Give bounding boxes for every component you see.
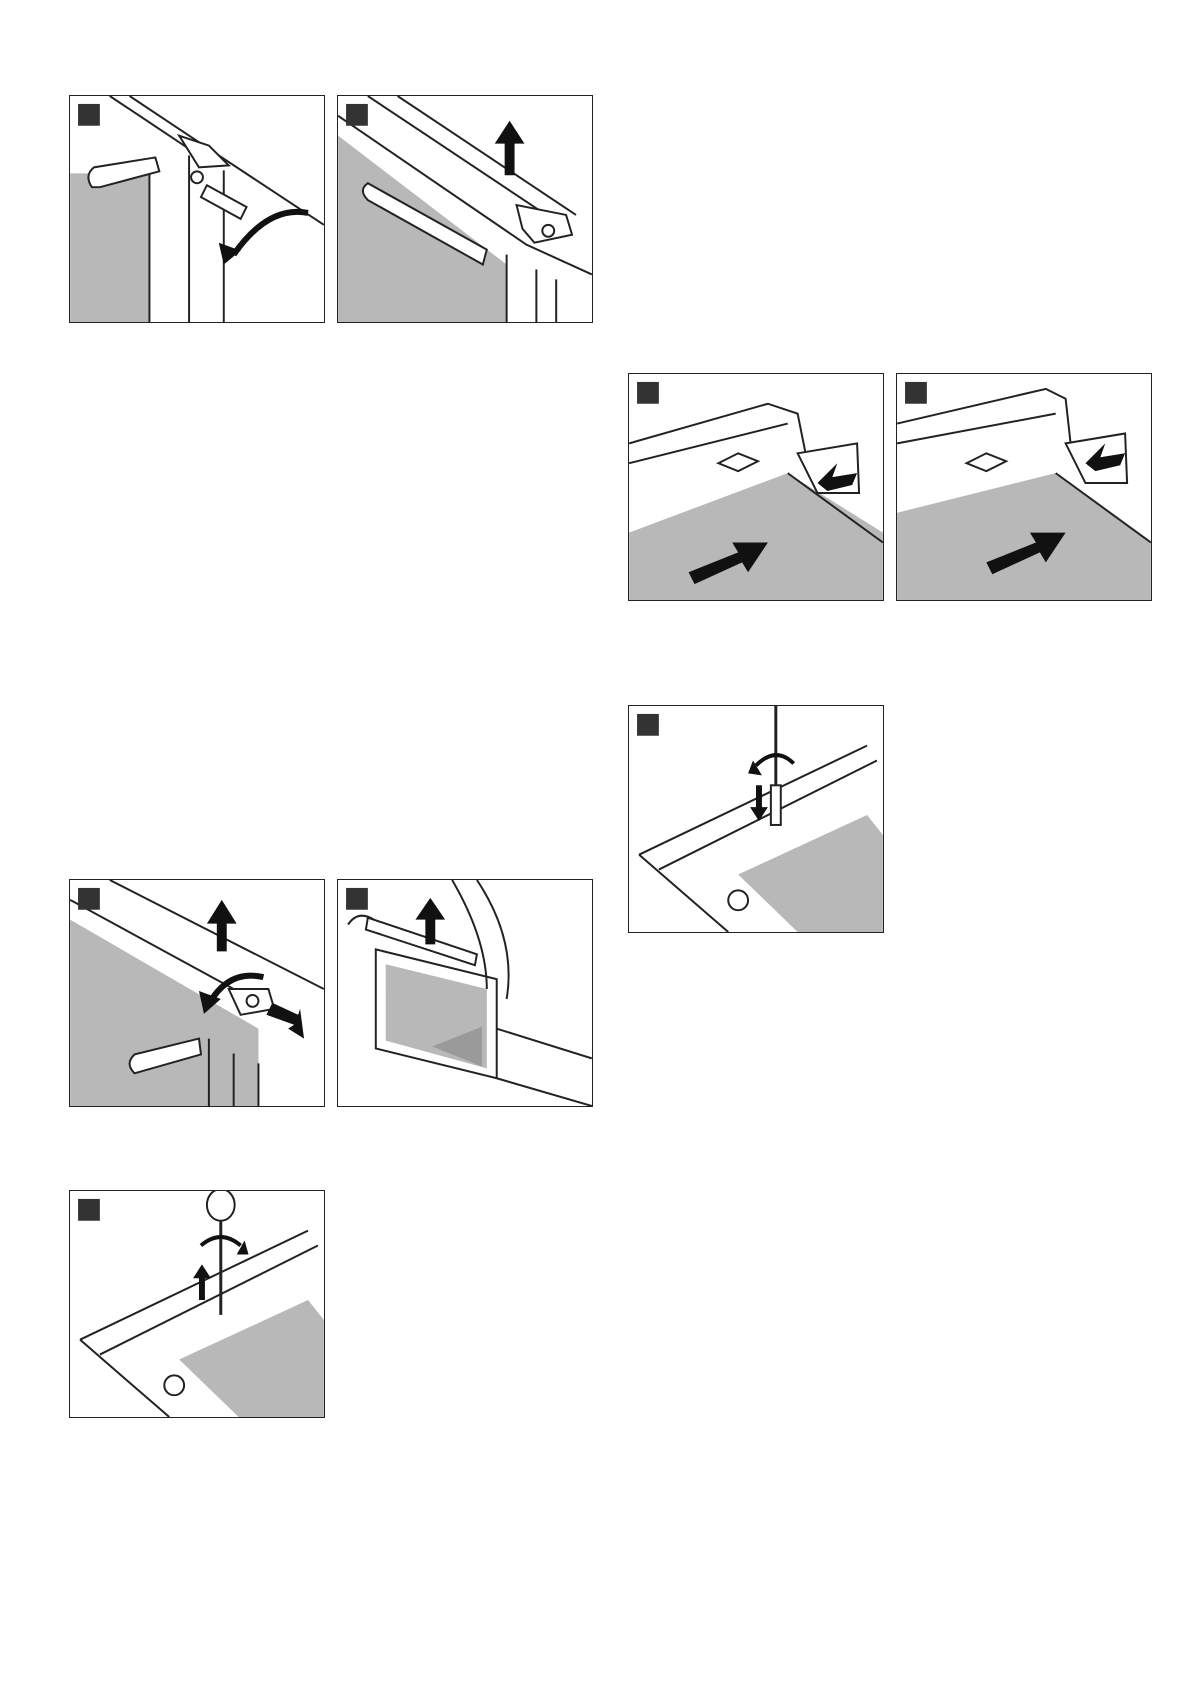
step-marker xyxy=(905,382,927,404)
figure-2 xyxy=(337,95,593,323)
figure-8-drawing xyxy=(70,1191,324,1417)
figure-3 xyxy=(628,373,884,601)
figure-5-drawing xyxy=(629,706,883,932)
figure-6 xyxy=(69,879,325,1107)
screwdriver-handle xyxy=(207,1191,235,1221)
hinge-cover xyxy=(517,205,573,243)
screw xyxy=(771,785,781,825)
oven-floor xyxy=(738,815,883,932)
bolt-head xyxy=(728,890,748,910)
oven-glass xyxy=(70,173,149,322)
figure-8 xyxy=(69,1190,325,1418)
up-arrow-icon xyxy=(495,121,525,176)
figure-5 xyxy=(628,705,884,933)
oven-floor xyxy=(897,473,1151,600)
step-marker xyxy=(637,382,659,404)
up-arrow-icon xyxy=(193,1264,211,1300)
press-arrow-icon xyxy=(266,1003,304,1039)
figure-2-drawing xyxy=(338,96,592,322)
figure-4 xyxy=(896,373,1152,601)
bolt-head xyxy=(164,1375,184,1395)
rotate-arrow-icon xyxy=(234,212,308,255)
oven-glass xyxy=(70,920,258,1106)
figure-3-drawing xyxy=(629,374,883,600)
figure-4-drawing xyxy=(897,374,1151,600)
step-marker xyxy=(78,104,100,126)
figure-1 xyxy=(69,95,325,323)
figure-7-drawing xyxy=(338,880,592,1106)
figure-7 xyxy=(337,879,593,1107)
bracket xyxy=(967,453,1007,471)
figure-6-drawing xyxy=(70,880,324,1106)
step-marker xyxy=(346,888,368,910)
hinge-block xyxy=(179,136,229,168)
step-marker xyxy=(346,104,368,126)
up-arrow-icon xyxy=(207,900,237,952)
step-marker xyxy=(78,888,100,910)
bracket xyxy=(718,453,758,471)
step-marker xyxy=(637,714,659,736)
step-marker xyxy=(78,1199,100,1221)
oven-floor xyxy=(179,1300,324,1417)
figure-1-drawing xyxy=(70,96,324,322)
